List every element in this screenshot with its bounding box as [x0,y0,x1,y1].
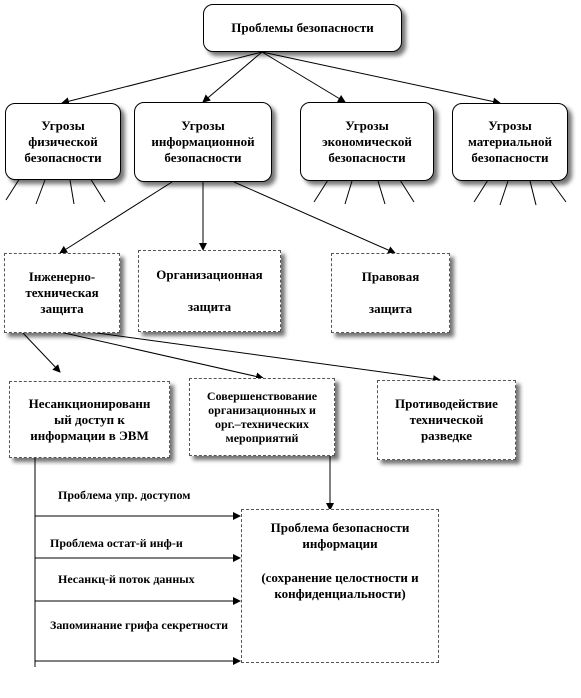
threat-material-box: Угрозы материальной безопасности [452,103,568,181]
result-box: Проблема безопасности информации (сохран… [241,509,439,663]
threat-informational-box: Угрозы информационной безопасности [134,102,272,182]
measure-counter-intelligence-box: Противодействие технической разведке [377,380,516,460]
radiating-lines-economic [313,179,415,205]
arrow-eng-improvement [59,331,264,381]
result-subtitle: (сохранение целостности и конфиденциальн… [261,570,419,601]
label-access-control: Проблема упр. доступом [58,488,191,502]
protection-engineering-box: Інженерно- техническая защита [4,253,120,333]
measure-unauthorized-access-box: Несанкционированн ый доступ к информации… [9,381,170,458]
measure-improvement-box: Совершенствование организационных и орг.… [189,378,335,456]
arrow-root-economic [261,51,346,103]
label-classification: Запоминание грифа секретности [50,618,229,632]
protection-legal-box: Правовая защита [331,253,450,333]
result-title: Проблема безопасности информации [270,520,410,551]
label-residual-info: Проблема остат-й инф-и [50,536,183,550]
arrow-root-physical [61,51,263,106]
arrow-eng-unauthorized [21,331,61,373]
root-box: Проблемы безопасности [203,4,402,52]
threat-physical-box: Угрозы физической безопасности [5,103,121,180]
radiating-lines-physical [5,177,106,205]
label-unauthorized-flow: Несанкц-й поток данных [58,572,195,586]
radiating-lines-material [473,179,567,206]
protection-organizational-box: Организационная защита [138,250,281,332]
arrow-info-legal [233,181,396,254]
arrow-eng-counter [89,331,441,384]
arrow-root-informational [202,51,263,103]
arrow-info-engineering [59,181,173,254]
arrow-root-material [261,51,501,106]
threat-economic-box: Угрозы экономической безопасности [300,102,434,181]
